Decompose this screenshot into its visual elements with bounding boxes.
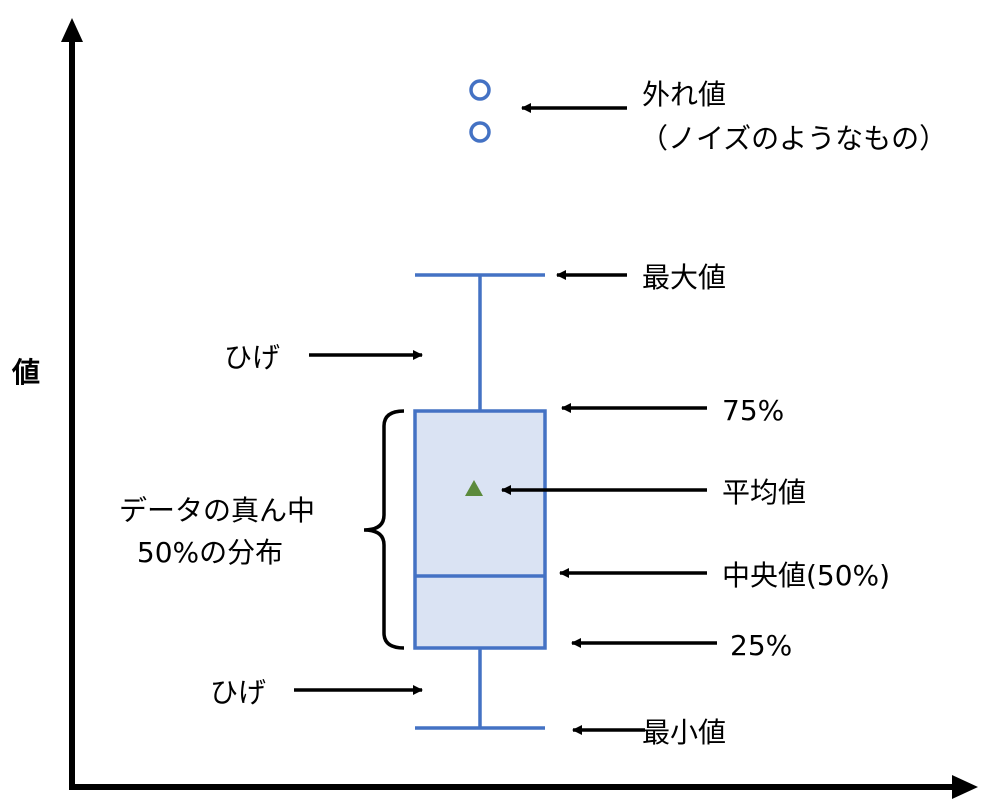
y-axis-label: 値 (11, 356, 40, 389)
min-label: 最小値 (642, 716, 726, 749)
q1-label: 25% (730, 629, 792, 662)
max-label: 最大値 (642, 261, 726, 294)
iqr-box (413, 409, 547, 650)
whisker-lower-label: ひげ (210, 676, 266, 709)
x-axis-arrow-icon (952, 775, 978, 799)
mean-label: 平均値 (722, 476, 806, 509)
outlier-note-label: （ノイズのようなもの） (640, 122, 947, 155)
q3-label: 75% (722, 394, 784, 427)
outlier-marker-icon (469, 121, 491, 143)
iqr-label-line2: 50%の分布 (137, 536, 283, 569)
iqr-label-line1: データの真ん中 (119, 494, 315, 527)
mean-marker-icon (465, 480, 483, 496)
whisker-upper-label: ひげ (224, 341, 280, 374)
y-axis-arrow-icon (61, 18, 83, 42)
median-label: 中央値(50%) (722, 559, 890, 592)
outlier-title-label: 外れ値 (642, 78, 726, 111)
outlier-marker-icon (469, 79, 491, 101)
iqr-brace-icon (363, 409, 405, 650)
